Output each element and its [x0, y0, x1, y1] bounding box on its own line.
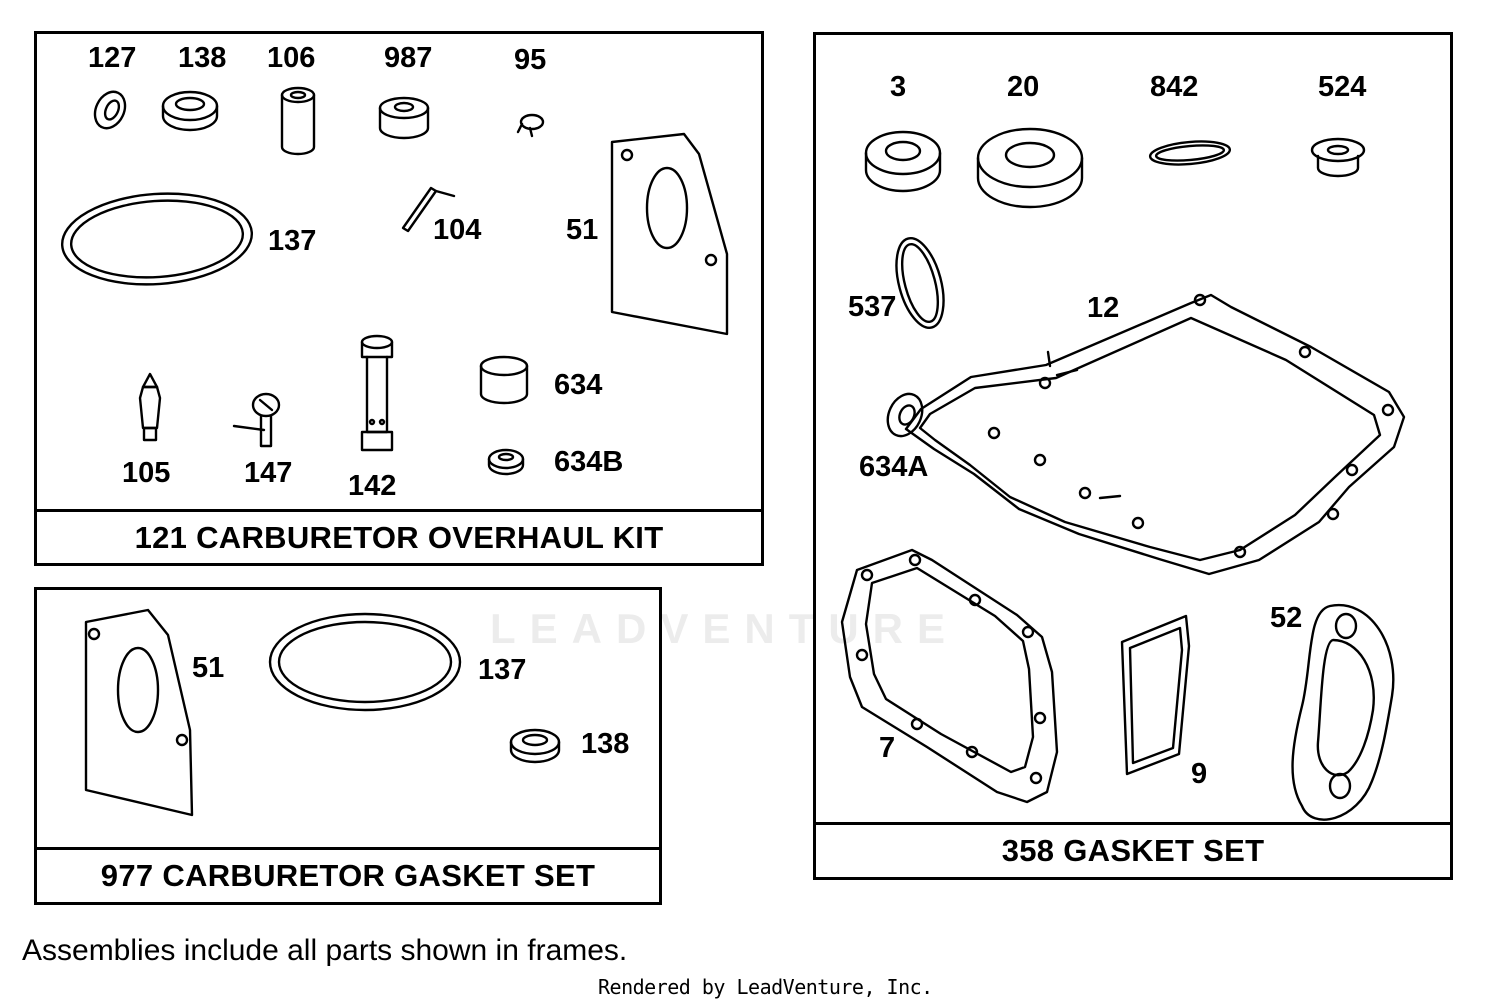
- part-95-screw: [516, 113, 545, 138]
- label-842: 842: [1150, 71, 1199, 103]
- label-987: 987: [384, 42, 433, 74]
- label-142: 142: [348, 470, 397, 502]
- part-127-washer: [93, 90, 127, 130]
- part-137-ring-977: [268, 612, 462, 712]
- label-524: 524: [1318, 71, 1367, 103]
- part-137-ring: [60, 192, 254, 286]
- label-3: 3: [890, 71, 907, 103]
- part-147-screw: [232, 392, 281, 448]
- label-7: 7: [879, 732, 896, 764]
- label-634a: 634A: [859, 451, 929, 483]
- label-634: 634: [554, 369, 603, 401]
- label-106: 106: [267, 42, 316, 74]
- part-138-seal: [161, 90, 219, 132]
- label-137: 137: [268, 225, 317, 257]
- part-524-plug: [1310, 137, 1366, 178]
- assemblies-note: Assemblies include all parts shown in fr…: [22, 934, 628, 967]
- part-52-gasket: [1291, 603, 1395, 821]
- part-634b-washer: [487, 448, 525, 476]
- gasket-set-358-caption: 358 GASKET SET: [816, 822, 1450, 877]
- label-634b: 634B: [554, 446, 624, 478]
- label-105: 105: [122, 457, 171, 489]
- part-9-gasket: [1120, 614, 1191, 776]
- label-537: 537: [848, 291, 897, 323]
- part-3-seal: [864, 130, 942, 193]
- label-138: 138: [178, 42, 227, 74]
- label-147: 147: [244, 457, 293, 489]
- label-127: 127: [88, 42, 137, 74]
- part-138-seal-977: [509, 728, 561, 764]
- label-95: 95: [514, 44, 547, 76]
- overhaul-kit-frame: 121 CARBURETOR OVERHAUL KIT: [34, 31, 764, 566]
- rendered-by-credit: Rendered by LeadVenture, Inc.: [598, 975, 933, 999]
- part-104-pin: [401, 186, 456, 233]
- part-51-plate-977: [84, 608, 194, 817]
- overhaul-kit-caption: 121 CARBURETOR OVERHAUL KIT: [37, 509, 761, 563]
- part-842-oring: [1148, 140, 1232, 166]
- part-7-gasket: [840, 548, 1059, 804]
- label-104: 104: [433, 214, 482, 246]
- part-20-seal: [976, 127, 1084, 209]
- label-138-977: 138: [581, 728, 630, 760]
- part-105-needle: [138, 372, 162, 442]
- part-12-gasket: [904, 293, 1406, 576]
- label-12: 12: [1087, 292, 1120, 324]
- part-634-spacer: [479, 355, 529, 405]
- gasket-set-977-caption: 977 CARBURETOR GASKET SET: [37, 847, 659, 902]
- label-9: 9: [1191, 758, 1208, 790]
- part-142-tube: [360, 334, 394, 452]
- gasket-set-358-frame: 358 GASKET SET: [813, 32, 1453, 880]
- label-137-977: 137: [478, 654, 527, 686]
- part-987-spacer: [378, 96, 430, 140]
- part-537-oring: [895, 237, 945, 329]
- part-106-bushing: [280, 86, 316, 156]
- gasket-set-977-frame: 977 CARBURETOR GASKET SET: [34, 587, 662, 905]
- label-20: 20: [1007, 71, 1040, 103]
- part-634a-washer: [886, 392, 924, 438]
- label-52: 52: [1270, 602, 1303, 634]
- part-51-plate: [610, 132, 729, 336]
- label-51: 51: [566, 214, 599, 246]
- label-51-977: 51: [192, 652, 225, 684]
